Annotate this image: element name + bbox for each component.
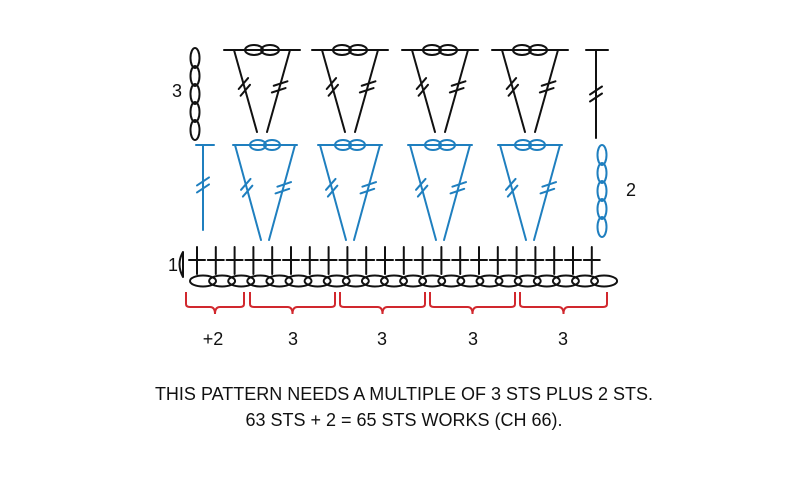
single-crochet-stitch bbox=[244, 246, 263, 275]
foundation-chain-stitch bbox=[208, 274, 237, 288]
row-1-label: 1 bbox=[168, 255, 178, 275]
row-3-black-stitches bbox=[189, 44, 609, 141]
single-crochet-stitch bbox=[357, 246, 376, 275]
row-2-turning-chain-link bbox=[596, 162, 608, 184]
foundation-chain-stitch bbox=[590, 274, 619, 288]
foundation-chain-stitch bbox=[341, 274, 370, 288]
row-3-turning-chain-link bbox=[189, 65, 201, 87]
single-crochet-stitch bbox=[338, 246, 357, 275]
single-crochet-stitch bbox=[582, 246, 601, 275]
foundation-chain-stitch bbox=[513, 274, 542, 288]
single-crochet-stitch bbox=[470, 246, 488, 275]
foundation-chain-stitch bbox=[227, 274, 256, 288]
foundation-chain-stitch bbox=[437, 274, 466, 288]
row-2-v-cluster bbox=[407, 139, 473, 241]
row-2-blue-stitches bbox=[195, 139, 608, 241]
foundation-chain-stitch bbox=[246, 274, 275, 288]
row-2-v-cluster bbox=[497, 139, 563, 241]
single-crochet-stitch bbox=[526, 246, 545, 275]
row-2-turning-chain-link bbox=[596, 144, 608, 166]
foundation-chain-stitch bbox=[189, 274, 217, 288]
row-3-v-cluster bbox=[223, 44, 301, 133]
single-crochet-stitch bbox=[376, 246, 394, 275]
single-crochet-stitch bbox=[188, 246, 206, 275]
foundation-chain-stitch bbox=[360, 274, 389, 288]
foundation-chain-stitch bbox=[322, 274, 351, 288]
repeat-label-3-c: 3 bbox=[468, 329, 478, 349]
repeat-bracket bbox=[429, 292, 516, 315]
row-3-v-cluster bbox=[311, 44, 389, 133]
row-1-single-crochet bbox=[178, 246, 601, 278]
caption-line-2: 63 STS + 2 = 65 STS WORKS (CH 66). bbox=[245, 410, 563, 430]
row-2-v-cluster bbox=[232, 139, 298, 241]
single-crochet-stitch bbox=[413, 246, 432, 275]
repeat-label-3-a: 3 bbox=[288, 329, 298, 349]
repeat-bracket bbox=[185, 292, 245, 315]
row-2-edge-slashes bbox=[196, 176, 210, 194]
row-3-label: 3 bbox=[172, 81, 182, 101]
single-crochet-stitch bbox=[451, 246, 470, 275]
repeat-brackets bbox=[185, 292, 608, 315]
single-crochet-stitch bbox=[564, 246, 582, 275]
foundation-chain-stitch bbox=[418, 274, 447, 288]
repeat-label-3-b: 3 bbox=[377, 329, 387, 349]
row-3-v-cluster bbox=[401, 44, 479, 133]
row-3-turning-chain-link bbox=[189, 101, 201, 123]
foundation-chain-row bbox=[189, 274, 619, 288]
foundation-chain-stitch bbox=[380, 274, 408, 288]
single-crochet-stitch bbox=[432, 246, 451, 275]
single-crochet-stitch bbox=[545, 246, 564, 275]
caption-line-1: THIS PATTERN NEEDS A MULTIPLE OF 3 STS P… bbox=[154, 384, 654, 404]
row-2-label: 2 bbox=[626, 180, 636, 200]
row-2-turning-chain-link bbox=[596, 216, 608, 238]
row-3-turning-chain-link bbox=[189, 47, 201, 69]
foundation-chain-stitch bbox=[494, 274, 523, 288]
row-3-v-cluster bbox=[491, 44, 569, 133]
foundation-chain-stitch bbox=[532, 274, 561, 288]
repeat-bracket bbox=[339, 292, 426, 315]
foundation-chain-stitch bbox=[551, 274, 580, 288]
row-3-turning-chain-link bbox=[189, 83, 201, 105]
single-crochet-stitch bbox=[507, 246, 526, 275]
single-crochet-stitch bbox=[225, 246, 244, 275]
foundation-chain-stitch bbox=[303, 274, 332, 288]
row-2-turning-chain-link bbox=[596, 198, 608, 220]
foundation-chain-stitch bbox=[456, 274, 485, 288]
repeat-bracket bbox=[519, 292, 608, 315]
foundation-chain-stitch bbox=[571, 274, 599, 288]
foundation-chain-stitch bbox=[475, 274, 504, 288]
row-2-turning-chain-link bbox=[596, 180, 608, 202]
row-3-turning-chain-link bbox=[189, 119, 201, 141]
foundation-chain-stitch bbox=[399, 274, 428, 288]
row-1-turning-chain-loop bbox=[178, 251, 184, 278]
foundation-chain-stitch bbox=[265, 274, 294, 288]
row-3-edge-slashes bbox=[589, 85, 603, 103]
single-crochet-stitch bbox=[319, 246, 338, 275]
single-crochet-stitch bbox=[300, 246, 319, 275]
repeat-label-plus-2: +2 bbox=[203, 329, 224, 349]
single-crochet-stitch bbox=[282, 246, 300, 275]
foundation-chain-stitch bbox=[284, 274, 313, 288]
single-crochet-stitch bbox=[394, 246, 413, 275]
row-2-v-cluster bbox=[317, 139, 383, 241]
single-crochet-stitch bbox=[263, 246, 282, 275]
single-crochet-stitch bbox=[206, 246, 225, 275]
single-crochet-stitch bbox=[488, 246, 507, 275]
repeat-label-3-d: 3 bbox=[558, 329, 568, 349]
repeat-bracket bbox=[249, 292, 336, 315]
